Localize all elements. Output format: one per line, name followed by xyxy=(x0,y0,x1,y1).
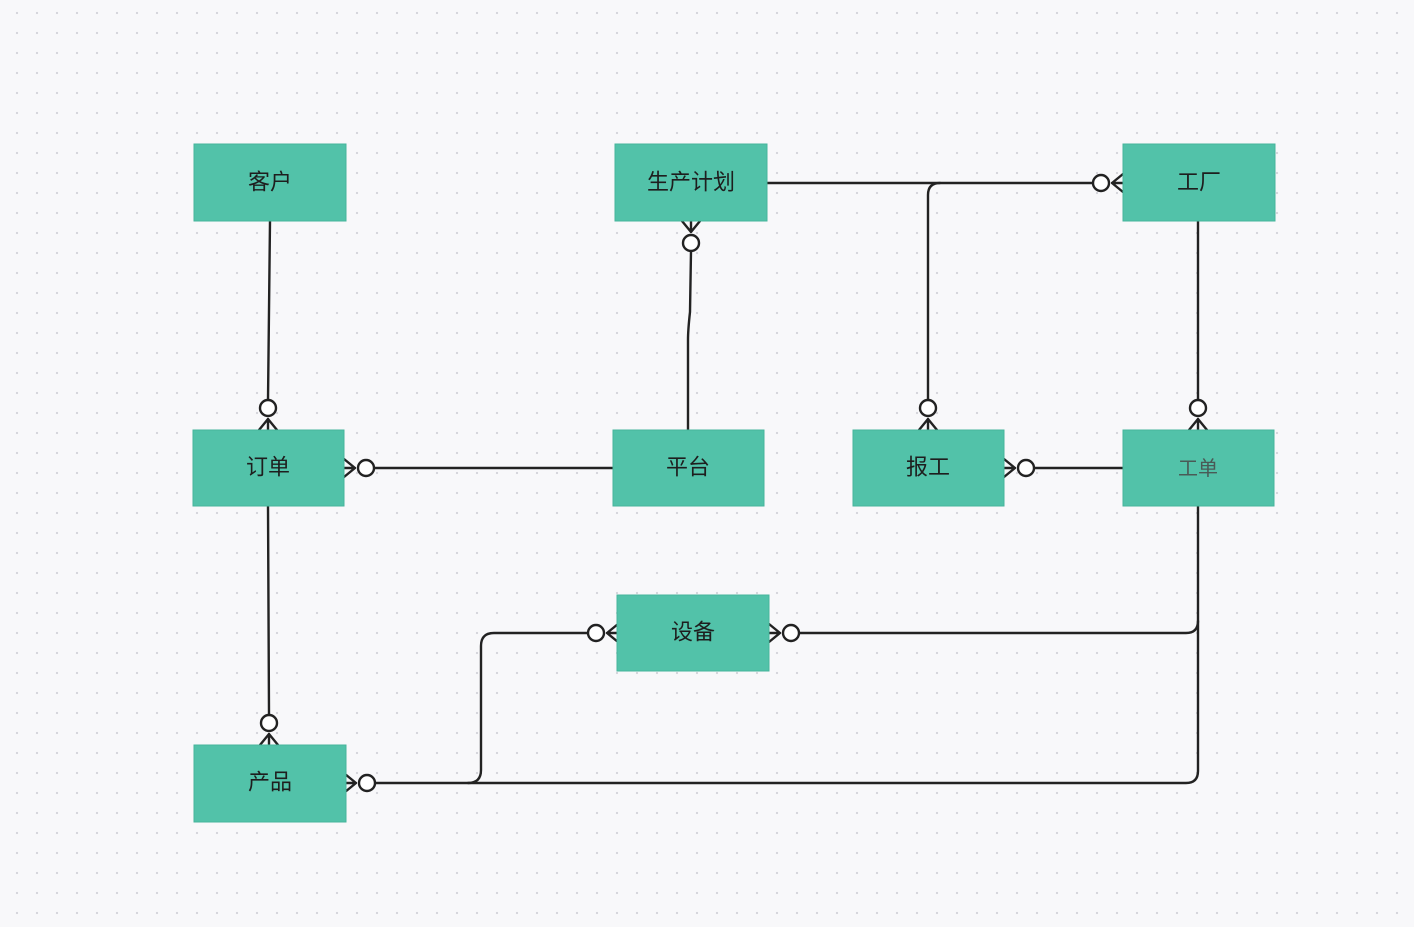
entity-factory[interactable]: 工厂 xyxy=(1122,143,1276,222)
entity-label-product: 产品 xyxy=(248,771,292,796)
entity-work-order[interactable]: 工单 xyxy=(1122,429,1275,507)
connector-customer-order[interactable] xyxy=(257,219,279,432)
connector-factory-workorder[interactable] xyxy=(1187,219,1209,432)
entity-equipment[interactable]: 设备 xyxy=(616,594,770,672)
connector-plan-factory[interactable] xyxy=(765,172,1125,194)
entity-product[interactable]: 产品 xyxy=(193,744,347,823)
entity-label-order: 订单 xyxy=(246,456,290,481)
connector-order-product[interactable] xyxy=(258,504,280,747)
connector-product-equipment[interactable] xyxy=(466,622,620,785)
entity-label-equipment: 设备 xyxy=(671,621,715,646)
entity-order[interactable]: 订单 xyxy=(192,429,345,507)
entity-customer[interactable]: 客户 xyxy=(193,143,347,222)
entity-production-plan[interactable]: 生产计划 xyxy=(614,143,768,222)
connector-workorder-product[interactable] xyxy=(343,619,1200,794)
connector-workorder-equipment[interactable] xyxy=(767,504,1200,644)
entity-label-production-plan: 生产计划 xyxy=(647,171,735,196)
entity-label-platform: 平台 xyxy=(666,456,710,481)
entity-label-work-order: 工单 xyxy=(1178,456,1218,480)
entity-label-work-report: 报工 xyxy=(906,456,950,481)
connector-workorder-report[interactable] xyxy=(1002,457,1125,479)
entity-label-factory: 工厂 xyxy=(1177,171,1221,196)
entity-work-report[interactable]: 报工 xyxy=(852,429,1005,507)
connector-platform-plan[interactable] xyxy=(680,219,702,432)
connector-platform-order[interactable] xyxy=(342,457,615,479)
entity-label-customer: 客户 xyxy=(248,171,292,196)
connector-plan-report[interactable] xyxy=(917,181,942,432)
entity-platform[interactable]: 平台 xyxy=(612,429,765,507)
